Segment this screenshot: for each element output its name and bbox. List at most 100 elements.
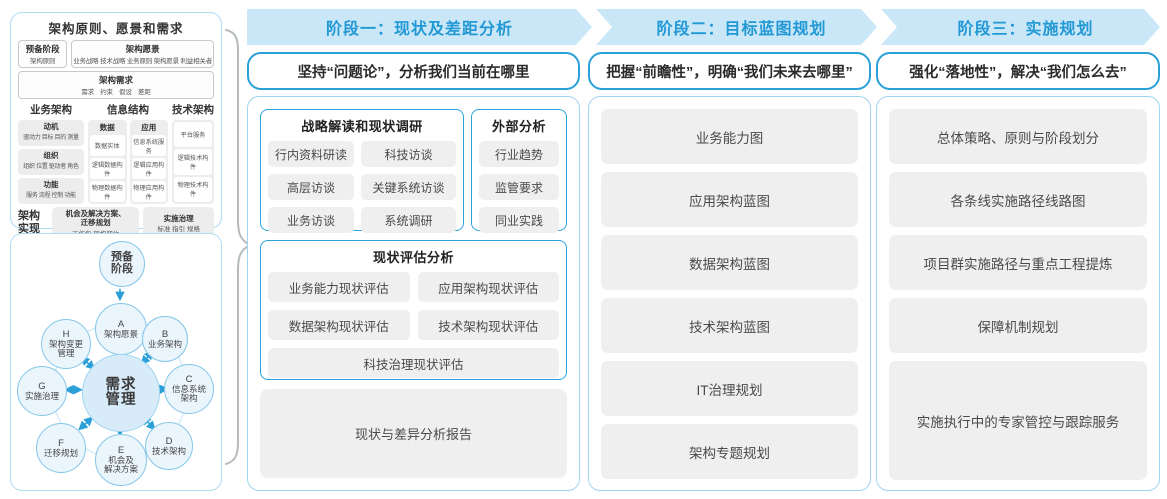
impl-gov-sub: 标准 指引 规格 xyxy=(157,226,200,234)
phase-3-content-panel: 总体策略、原则与阶段划分 各条线实施路径线路图 项目群实施路径与重点工程提炼 保… xyxy=(876,96,1160,491)
adm-e-circle: E 机会及 解决方案 xyxy=(95,434,147,486)
app-item: 逻辑应用构件 xyxy=(131,158,166,179)
business-arch-header: 业务架构 xyxy=(30,104,72,116)
app-group: 应用 信息系统服务 逻辑应用构件 物理应用构件 xyxy=(129,120,168,204)
tech-group: 平台服务 逻辑技术构件 物理技术构件 xyxy=(172,120,214,204)
phase-2-item: 业务能力图 xyxy=(601,109,858,164)
phase-3-item: 保障机制规划 xyxy=(889,298,1147,353)
business-arch-column: 动机 驱动力 目标 目的 测量 组织 组织 位置 驱动者 角色 功能 服务 流程… xyxy=(18,120,84,204)
strategy-research-panel: 战略解读和现状调研 行内资料研读 科技访谈 高层访谈 关键系统访谈 业务访谈 系… xyxy=(260,109,464,233)
data-item: 数据实体 xyxy=(90,135,125,156)
adm-letter: F xyxy=(58,437,64,449)
opportunities-title: 机会及解决方案、 迁移规划 xyxy=(65,209,126,228)
req-title: 架构需求 xyxy=(98,75,133,85)
adm-letter: E xyxy=(117,445,125,457)
phase-3-item: 项目群实施路径与重点工程提炼 xyxy=(889,235,1147,290)
assessment-item: 业务能力现状评估 xyxy=(268,272,410,302)
impl-gov-title: 实施治理 xyxy=(163,213,194,223)
phase-2-item: 数据架构蓝图 xyxy=(601,235,858,290)
adm-a-circle: A 架构愿景 xyxy=(95,303,147,355)
adm-letter: A xyxy=(117,318,125,330)
organization-title: 组织 xyxy=(43,151,59,160)
phase-2-item: 架构专题规划 xyxy=(601,424,858,479)
strategy-item: 行内资料研读 xyxy=(268,141,354,167)
adm-label: 架构变更 管理 xyxy=(48,339,83,358)
tech-item: 物理技术构件 xyxy=(174,176,212,202)
assessment-item: 技术架构现状评估 xyxy=(417,310,559,340)
data-item: 逻辑数据构件 xyxy=(90,158,125,179)
vision-title: 架构愿景 xyxy=(125,44,160,54)
phase-3-item: 总体策略、原则与阶段划分 xyxy=(889,109,1147,164)
gap-analysis-report-box: 现状与差异分析报告 xyxy=(260,389,567,478)
external-item: 同业实践 xyxy=(479,207,559,233)
external-item: 监管要求 xyxy=(479,174,559,200)
tech-item: 平台服务 xyxy=(174,122,212,148)
function-box: 功能 服务 流程 控制 功能 xyxy=(18,178,84,204)
vision-box: 架构愿景 业务战略 技术战略 业务原则 架构愿景 利益相关者 xyxy=(71,40,214,68)
data-item: 物理数据构件 xyxy=(90,181,125,202)
adm-g-circle: G 实施治理 xyxy=(17,366,67,416)
adm-letter: C xyxy=(185,374,193,386)
phase-2-content-panel: 业务能力图 应用架构蓝图 数据架构蓝图 技术架构蓝图 IT治理规划 架构专题规划 xyxy=(588,96,871,491)
assessment-item: 数据架构现状评估 xyxy=(268,310,410,340)
phase-1-subtitle: 坚持“问题论”，分析我们当前在哪里 xyxy=(247,52,580,90)
tech-arch-header: 技术架构 xyxy=(172,104,214,116)
phase-1-header: 阶段一：现状及差距分析 xyxy=(247,9,592,45)
phase-1-header-label: 阶段一：现状及差距分析 xyxy=(325,21,513,38)
adm-label: 机会及 解决方案 xyxy=(103,455,138,474)
phase-1-content-panel: 战略解读和现状调研 行内资料研读 科技访谈 高层访谈 关键系统访谈 业务访谈 系… xyxy=(247,96,580,491)
adm-b-circle: B 业务架构 xyxy=(142,316,188,362)
requirements-box: 架构需求 需求 约束 假设 差距 xyxy=(18,71,214,99)
phase-2-item: IT治理规划 xyxy=(601,361,858,416)
adm-d-circle: D 技术架构 xyxy=(145,422,193,470)
function-sub: 服务 流程 控制 功能 xyxy=(26,193,76,199)
strategy-item: 科技访谈 xyxy=(360,141,456,167)
realization-label: 架构 实现 xyxy=(18,210,40,236)
organization-box: 组织 组织 位置 驱动者 角色 xyxy=(18,149,84,175)
principles-title: 架构原则、愿景和需求 xyxy=(48,22,184,36)
adm-letter: B xyxy=(161,328,169,340)
adm-c-circle: C 信息系统 架构 xyxy=(164,364,214,414)
prep-title: 预备阶段 xyxy=(25,44,60,54)
phase-3-item: 实施执行中的专家管控与跟踪服务 xyxy=(889,361,1147,480)
strategy-research-title: 战略解读和现状调研 xyxy=(301,119,423,134)
adm-label: 业务架构 xyxy=(147,338,182,349)
prep-sub: 架构原则 xyxy=(30,58,56,65)
assessment-panel: 现状评估分析 业务能力现状评估 应用架构现状评估 数据架构现状评估 技术架构现状… xyxy=(260,240,567,380)
adm-letter: G xyxy=(38,380,46,392)
app-item: 物理应用构件 xyxy=(131,181,166,202)
adm-cycle-panel: 预备 阶段 A 架构愿景 B 业务架构 C 信息系统 架构 D 技术架构 E 机… xyxy=(10,233,222,491)
external-analysis-panel: 外部分析 行业趋势 监管要求 同业实践 xyxy=(471,109,567,233)
tech-item: 逻辑技术构件 xyxy=(174,149,212,175)
phase-3-header: 阶段三：实施规划 xyxy=(881,9,1160,45)
assessment-item: 科技治理现状评估 xyxy=(268,348,559,378)
adm-letter: D xyxy=(165,435,173,447)
adm-label: 架构愿景 xyxy=(103,328,138,339)
data-group-title: 数据 xyxy=(99,123,115,132)
function-title: 功能 xyxy=(43,180,59,189)
phase-2-header: 阶段二：目标蓝图规划 xyxy=(596,9,877,45)
prep-phase-box: 预备阶段 架构原则 xyxy=(18,40,68,68)
strategy-item: 业务访谈 xyxy=(268,207,354,233)
assessment-item: 应用架构现状评估 xyxy=(417,272,559,302)
adm-center-label: 需求 管理 xyxy=(105,376,137,408)
adm-f-circle: F 迁移规划 xyxy=(36,423,86,473)
adm-h-circle: H 架构变更 管理 xyxy=(41,319,91,369)
phase-2-subtitle: 把握“前瞻性”，明确“我们未来去哪里” xyxy=(588,52,871,90)
app-item: 信息系统服务 xyxy=(131,135,166,156)
strategy-item: 系统调研 xyxy=(360,207,456,233)
motivation-box: 动机 驱动力 目标 目的 测量 xyxy=(18,120,84,146)
adm-preliminary-circle: 预备 阶段 xyxy=(99,241,145,287)
req-sub: 需求 约束 假设 差距 xyxy=(81,89,151,96)
motivation-title: 动机 xyxy=(43,122,59,131)
phase-2-item: 应用架构蓝图 xyxy=(601,172,858,227)
adm-letter: H xyxy=(62,329,70,341)
strategy-item: 关键系统访谈 xyxy=(360,174,456,200)
adm-label: 技术架构 xyxy=(151,445,186,456)
adm-label: 实施治理 xyxy=(24,390,59,401)
phase-2-item: 技术架构蓝图 xyxy=(601,298,858,353)
info-structure-column: 数据 数据实体 逻辑数据构件 物理数据构件 应用 信息系统服务 逻辑应用构件 物… xyxy=(88,120,168,204)
assessment-title: 现状评估分析 xyxy=(372,250,454,265)
tech-arch-column: 平台服务 逻辑技术构件 物理技术构件 xyxy=(172,120,214,204)
